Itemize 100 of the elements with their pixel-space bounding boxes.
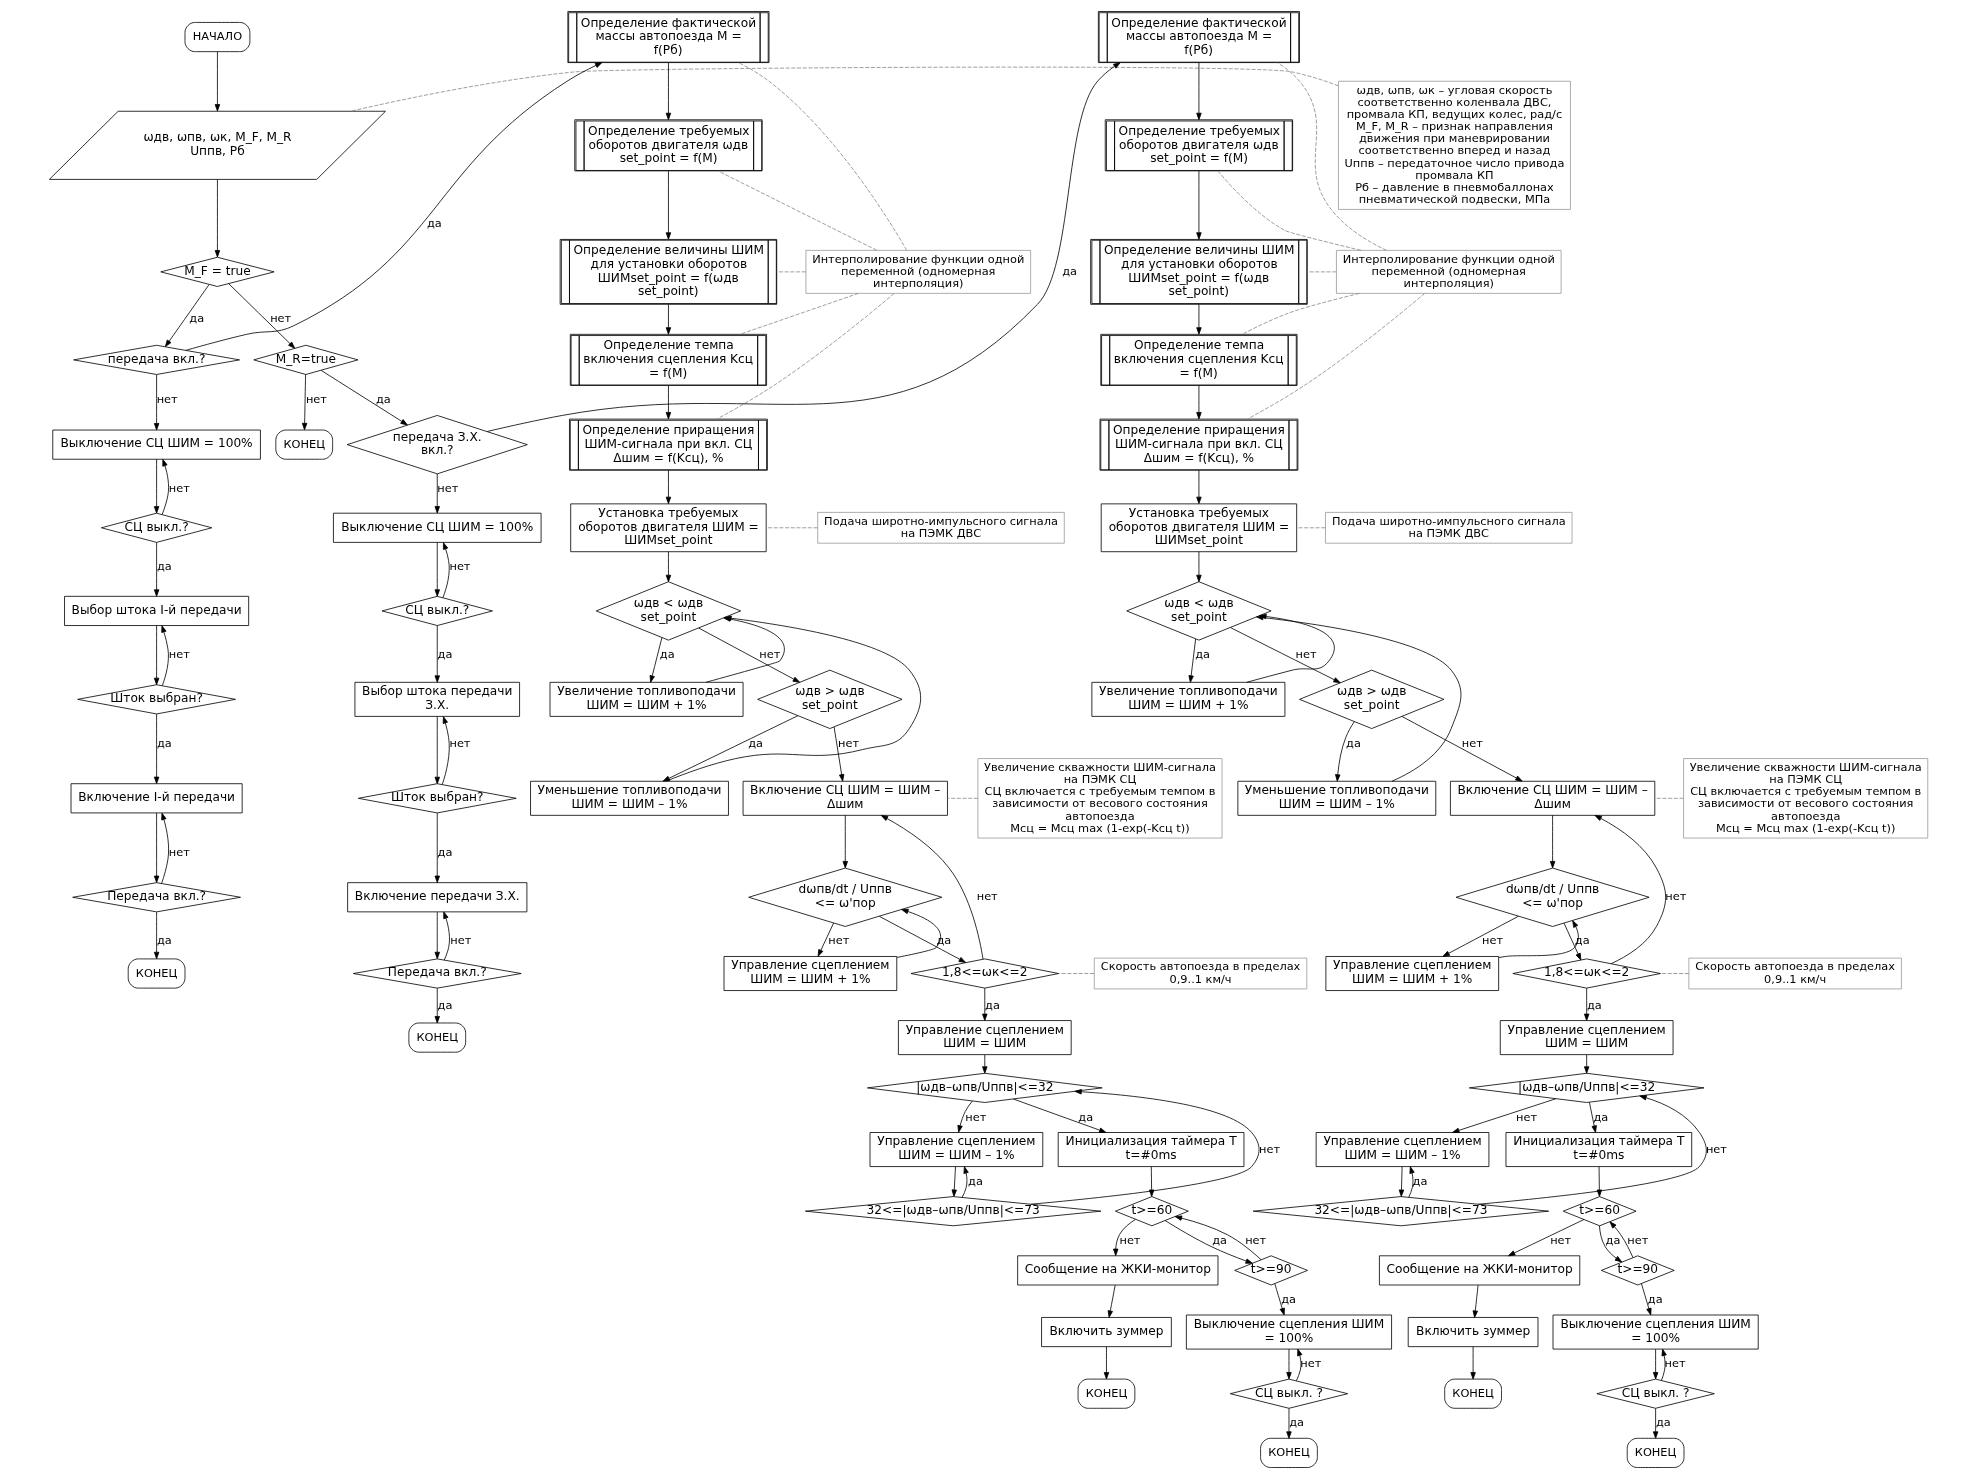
edge-label: да bbox=[1593, 1109, 1609, 1124]
arrow bbox=[649, 637, 663, 683]
node-box: КОНЕЦ bbox=[275, 429, 334, 460]
arrow bbox=[434, 625, 440, 683]
edge-label: да bbox=[427, 216, 442, 231]
node-box: КОНЕЦ bbox=[1444, 1378, 1502, 1409]
edge-label: да bbox=[437, 845, 453, 860]
arrow bbox=[434, 812, 440, 883]
node-diamond: ωдв < ωдв set_point bbox=[1126, 581, 1272, 641]
arrow bbox=[153, 542, 160, 597]
arrow bbox=[161, 625, 169, 687]
node-box: КОНЕЦ bbox=[127, 958, 186, 989]
arrow bbox=[1230, 627, 1341, 684]
edge-label: да bbox=[1586, 997, 1602, 1012]
arrow bbox=[1401, 716, 1523, 782]
edge-label: нет bbox=[270, 311, 292, 326]
arrow bbox=[957, 1100, 973, 1133]
node-diamond: dωпв/dt / Uппв <= ω'пор bbox=[748, 867, 943, 927]
node-diamond: СЦ выкл.? bbox=[381, 595, 493, 626]
node-box: Управление сцеплением ШИМ = ШИМ – 1% bbox=[869, 1132, 1044, 1167]
node-box: Выбор штока передачи З.Х. bbox=[354, 681, 520, 717]
edge-label: да bbox=[985, 997, 1000, 1012]
edge-label: нет bbox=[437, 480, 459, 495]
connector bbox=[1306, 271, 1337, 273]
arrow bbox=[842, 815, 848, 869]
node-box: Увеличение скважности ШИМ-сигнала на ПЭМК СЦ СЦ включается с требуемым темпом в зависимости от весового состояния автопоезда Mсц = Mсц max (1-exp(-Kсц t)) bbox=[1683, 758, 1929, 839]
arrow bbox=[665, 62, 672, 121]
arrow bbox=[214, 51, 221, 112]
node-box: Управление сцеплением ШИМ = ШИМ bbox=[898, 1020, 1072, 1056]
edge-label: да bbox=[437, 997, 453, 1012]
edge-label: нет bbox=[1295, 647, 1317, 662]
node-box: Выбор штока I-й передачи bbox=[64, 595, 250, 626]
arrow bbox=[982, 1054, 988, 1074]
arrow bbox=[214, 179, 221, 258]
arrow bbox=[153, 625, 160, 686]
arrow bbox=[665, 469, 672, 505]
node-diamond: ωдв > ωдв set_point bbox=[757, 669, 903, 729]
arrow bbox=[1472, 1284, 1479, 1318]
arrow bbox=[301, 374, 308, 431]
node-diamond: M_F = true bbox=[160, 256, 275, 287]
arrow bbox=[665, 385, 672, 420]
arrow bbox=[1549, 815, 1556, 869]
edge-label: нет bbox=[1119, 1232, 1141, 1247]
edge-label: нет bbox=[1627, 1232, 1649, 1247]
connector bbox=[766, 527, 818, 529]
node-box: НАЧАЛО bbox=[184, 22, 251, 53]
arrow bbox=[1398, 1166, 1405, 1197]
arrow bbox=[153, 374, 160, 431]
edge-label: нет bbox=[168, 845, 190, 860]
arrow bbox=[1196, 170, 1202, 240]
arrow bbox=[1452, 1098, 1557, 1133]
node-box: Выключение СЦ ШИМ = 100% bbox=[333, 512, 542, 543]
arrow bbox=[1470, 1346, 1476, 1380]
edge-label: нет bbox=[450, 933, 472, 948]
arrow bbox=[486, 62, 1121, 432]
node-box: КОНЕЦ bbox=[1077, 1378, 1136, 1409]
edge-label: да bbox=[1574, 933, 1590, 948]
node-box: Выключение сцепления ШИМ = 100% bbox=[1552, 1314, 1759, 1350]
edge-label: нет bbox=[1665, 889, 1687, 904]
arrow bbox=[1107, 1284, 1116, 1318]
connector bbox=[1276, 62, 1387, 251]
node-diamond: ωдв > ωдв set_point bbox=[1299, 669, 1445, 729]
arrow bbox=[1113, 1219, 1136, 1256]
arrow bbox=[443, 911, 450, 961]
node-box: Установка требуемых оборотов двигателя ШИМ = ШИМset_point bbox=[1100, 503, 1298, 553]
arrow bbox=[1286, 1348, 1292, 1380]
arrow bbox=[1295, 1348, 1303, 1382]
arrow bbox=[961, 1166, 969, 1198]
node-box: Увеличение топливоподачи ШИМ = ШИМ + 1% bbox=[1091, 681, 1286, 717]
arrow bbox=[153, 911, 160, 960]
arrow bbox=[1274, 1283, 1285, 1316]
arrow bbox=[982, 987, 988, 1021]
arrow bbox=[153, 812, 160, 883]
edge-label: да bbox=[189, 311, 205, 326]
edge-label: нет bbox=[1245, 1232, 1267, 1247]
arrow bbox=[434, 542, 440, 597]
arrow bbox=[1012, 1098, 1107, 1133]
arrow bbox=[1408, 1166, 1415, 1198]
arrow bbox=[434, 716, 440, 785]
arrow bbox=[1589, 1101, 1597, 1133]
node-box: Инициализация таймера T t=#0ms bbox=[1057, 1132, 1245, 1167]
node-box: Управление сцеплением ШИМ = ШИМ + 1% bbox=[1325, 956, 1500, 991]
edge-label: нет bbox=[759, 647, 781, 662]
arrow bbox=[1599, 1225, 1623, 1263]
node-box: Включение СЦ ШИМ = ШИМ – Δшим bbox=[742, 780, 948, 816]
edge-label: да bbox=[1195, 647, 1210, 662]
edge-label: нет bbox=[168, 480, 190, 495]
node-box: Установка требуемых оборотов двигателя ШИМ = ШИМset_point bbox=[570, 503, 767, 553]
connector bbox=[947, 797, 979, 799]
node-diamond: СЦ выкл. ? bbox=[1229, 1378, 1349, 1409]
connector bbox=[1246, 293, 1425, 420]
arrow bbox=[896, 908, 942, 958]
node-diamond: 32<=|ωдв–ωпв/Uппв|<=73 bbox=[805, 1196, 1102, 1227]
arrow bbox=[153, 458, 160, 514]
edge-label: да bbox=[156, 735, 172, 750]
arrow bbox=[665, 551, 672, 583]
arrow bbox=[698, 627, 801, 683]
arrow bbox=[833, 726, 845, 782]
arrow bbox=[434, 911, 440, 960]
arrow bbox=[165, 284, 210, 347]
